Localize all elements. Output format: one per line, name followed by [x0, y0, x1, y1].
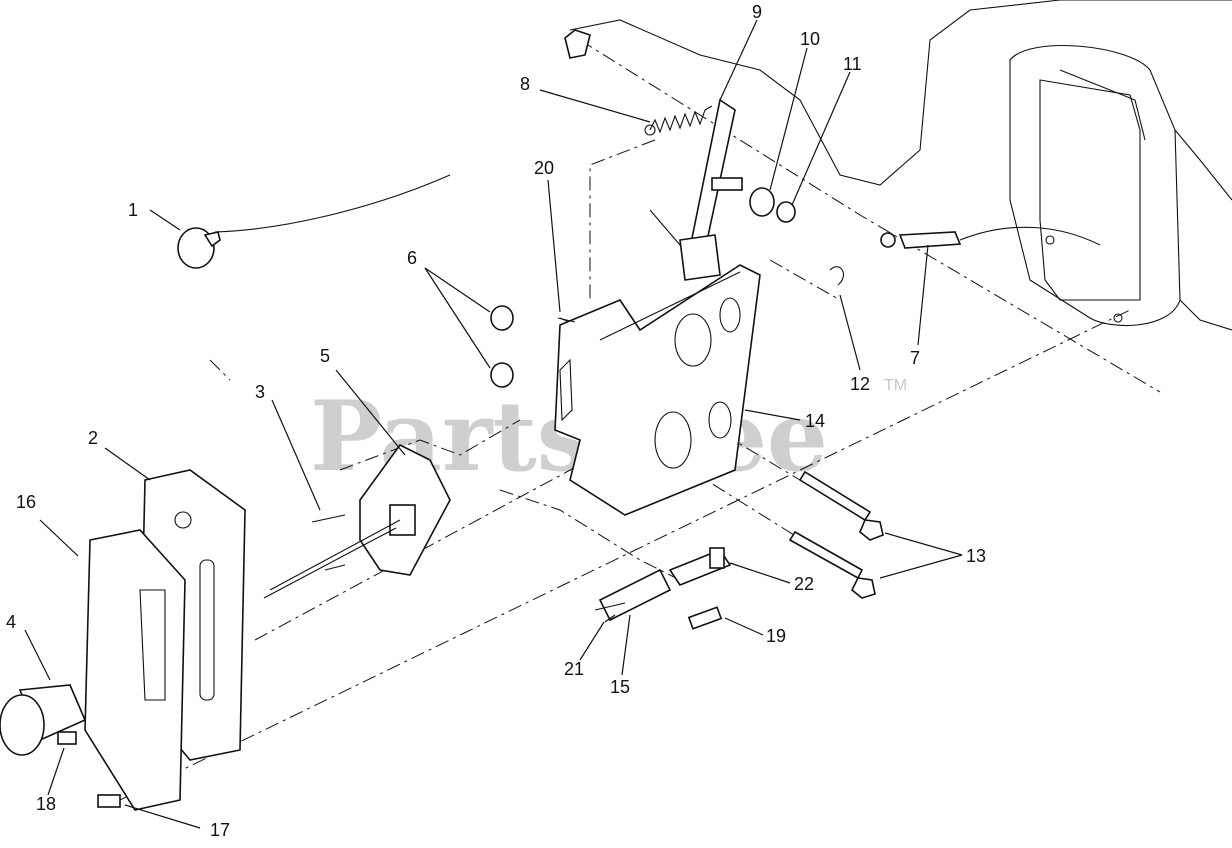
alignment-lines	[119, 39, 1161, 801]
callout-9: 9	[752, 2, 762, 22]
callout-20: 20	[534, 158, 554, 178]
callout-10: 10	[800, 29, 820, 49]
part-engine-shroud	[564, 0, 1232, 331]
part-bushing-lower	[490, 362, 514, 388]
callout-14: 14	[805, 411, 825, 431]
part-bolt-13-upper	[798, 470, 884, 541]
callout-21: 21	[564, 659, 584, 679]
part-control-knob	[0, 684, 87, 756]
callout-17: 17	[210, 820, 230, 840]
callout-3: 3	[255, 382, 265, 402]
part-bushing-upper	[490, 305, 514, 331]
part-pivot-plate	[263, 443, 451, 599]
callout-7: 7	[910, 348, 920, 368]
part-extension-spring	[644, 105, 713, 136]
part-pin	[557, 317, 576, 323]
callout-11: 11	[843, 54, 862, 74]
callout-12: 12	[850, 374, 870, 394]
callout-16: 16	[16, 492, 36, 512]
callout-22: 22	[794, 574, 814, 594]
part-bolt-13-lower	[788, 530, 876, 599]
callout-13: 13	[966, 546, 986, 566]
callout-19: 19	[766, 626, 786, 646]
part-clip	[829, 266, 844, 286]
part-washer	[749, 187, 775, 217]
part-switch-assembly	[594, 547, 732, 622]
part-control-lever	[649, 98, 743, 281]
part-bolt-17	[97, 794, 121, 808]
part-nut	[776, 201, 796, 223]
callout-4: 4	[6, 612, 16, 632]
part-throttle-cable	[880, 226, 1101, 249]
callout-1: 1	[128, 200, 138, 220]
callout-6: 6	[407, 248, 417, 268]
callout-5: 5	[320, 346, 330, 366]
callout-2: 2	[88, 428, 98, 448]
part-front-plate	[84, 529, 186, 811]
watermark-trademark: TM	[884, 377, 907, 394]
leader-lines	[24, 19, 963, 829]
part-screw-3b	[324, 564, 346, 571]
part-19	[687, 606, 723, 630]
callout-8: 8	[520, 74, 530, 94]
part-main-bracket	[554, 264, 761, 516]
part-bolt-18	[57, 731, 77, 745]
part-screw-3a	[311, 514, 346, 523]
part-choke-knob	[177, 174, 451, 269]
callout-18: 18	[36, 794, 56, 814]
part-21	[604, 614, 616, 623]
callout-15: 15	[610, 677, 630, 697]
